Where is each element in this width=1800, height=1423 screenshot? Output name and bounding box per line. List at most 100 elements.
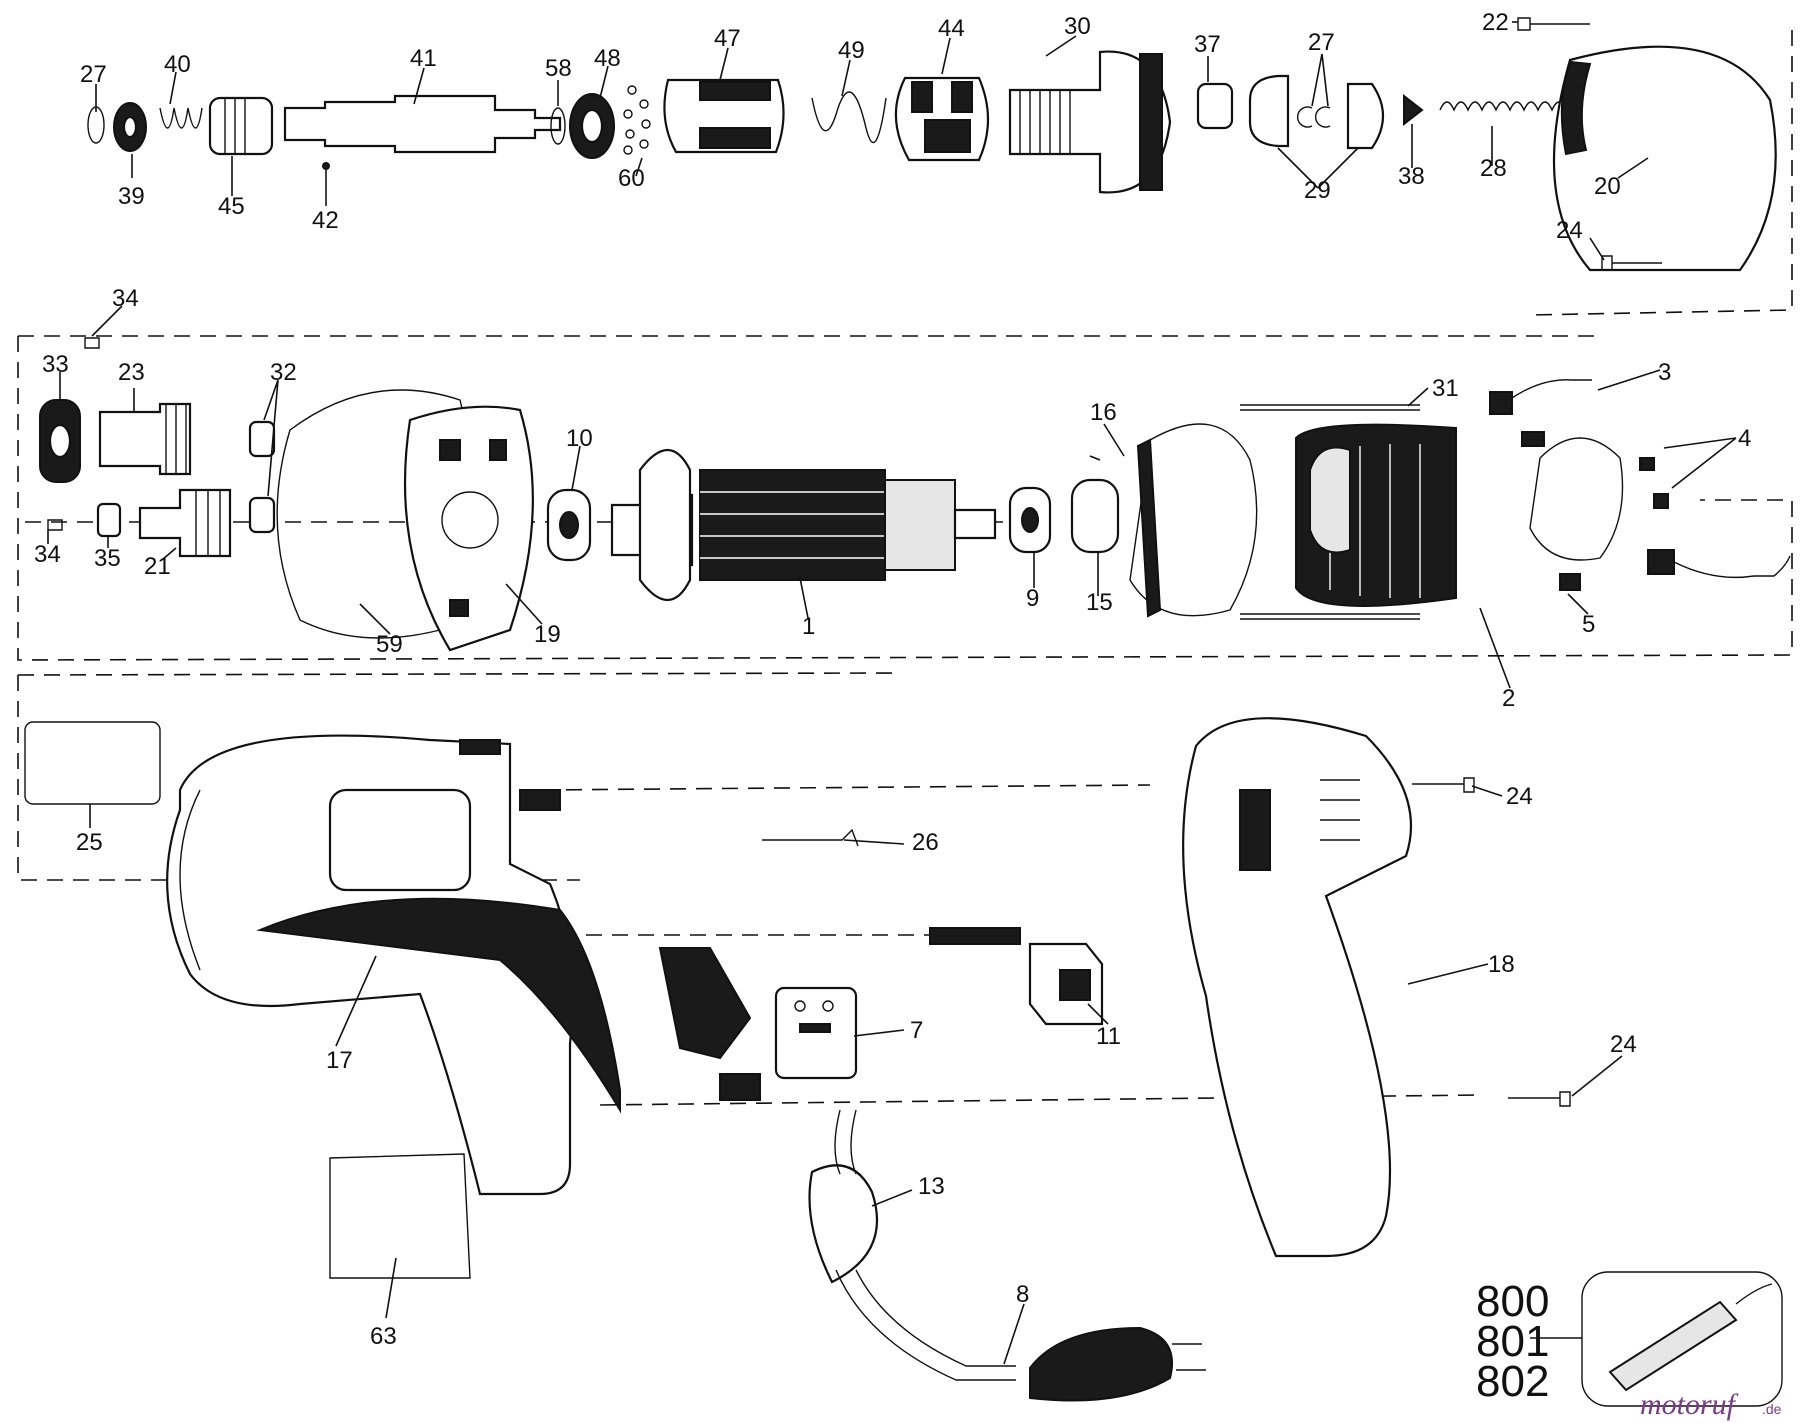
- part-label: 40: [164, 51, 191, 78]
- watermark-brand: motoruf: [1640, 1388, 1739, 1421]
- screw-31b: [1240, 613, 1420, 620]
- part-label: 23: [118, 359, 145, 386]
- watermark: motoruf .de: [1640, 1388, 1782, 1421]
- label-25: [24, 721, 161, 805]
- balls-60: [623, 85, 651, 155]
- part-label: 18: [1488, 951, 1515, 978]
- nut-29a: [1248, 74, 1290, 148]
- screw-31a: [1240, 404, 1420, 411]
- part-label: 37: [1194, 31, 1221, 58]
- sleeve-45: [208, 96, 274, 156]
- screw-24c: [1508, 1091, 1571, 1107]
- part-label: 29: [1304, 177, 1331, 204]
- spring-28: [1439, 101, 1567, 112]
- watermark-suffix: .de: [1762, 1401, 1782, 1417]
- clips-27: [1296, 106, 1331, 128]
- screw-34b: [47, 519, 63, 531]
- part-label: 16: [1090, 399, 1117, 426]
- cord-8: [835, 1269, 1016, 1381]
- kit-number: 802: [1476, 1357, 1549, 1406]
- part-label: 11: [1096, 1023, 1121, 1050]
- part-label: 34: [112, 285, 139, 312]
- part-label: 5: [1582, 611, 1595, 638]
- part-label: 8: [1016, 1281, 1029, 1308]
- part-label: 63: [370, 1323, 397, 1350]
- screw-22: [1517, 17, 1590, 31]
- part-35: [96, 502, 122, 538]
- part-label: 38: [1398, 163, 1425, 190]
- bushing-32b: [248, 496, 276, 534]
- row1-parts: [87, 17, 1777, 272]
- part-label: 27: [80, 61, 107, 88]
- bushing-37: [1196, 82, 1234, 130]
- label-63: [329, 1153, 471, 1279]
- plate-19: [403, 405, 534, 652]
- kit-part: [1608, 1300, 1738, 1392]
- row2-parts: [39, 337, 1791, 652]
- screw-34a: [84, 337, 100, 349]
- strain-relief-13: [808, 1164, 879, 1284]
- part-label: 7: [910, 1017, 923, 1044]
- part-label: 19: [534, 621, 561, 648]
- kit-number: 800: [1476, 1277, 1549, 1326]
- leader-lines: [47, 21, 1737, 1365]
- part-label: 17: [326, 1047, 353, 1074]
- part-label: 24: [1556, 217, 1583, 244]
- screw-24b: [1412, 777, 1475, 793]
- part-label: 28: [1480, 155, 1507, 182]
- housing-17: [166, 734, 574, 1196]
- part-label: 48: [594, 45, 621, 72]
- tip-38: [1403, 93, 1424, 127]
- screw-24a: [1601, 255, 1662, 271]
- clips-4: [1639, 457, 1669, 509]
- part-label: 2: [1502, 685, 1515, 712]
- lock-button: [929, 927, 1021, 945]
- part-label: 58: [545, 55, 572, 82]
- housing-20: [1552, 45, 1777, 272]
- baffle-16: [1129, 423, 1258, 617]
- part-label: 4: [1738, 425, 1751, 452]
- part-label: 59: [376, 631, 403, 658]
- gear-23: [98, 402, 192, 476]
- part-label: 27: [1308, 29, 1335, 56]
- row3-parts: [24, 717, 1783, 1407]
- part-label: 35: [94, 545, 121, 572]
- kit-number: 801: [1476, 1317, 1549, 1366]
- part-label: 31: [1432, 375, 1459, 402]
- ring-58: [550, 107, 566, 145]
- part-label: 32: [270, 359, 297, 386]
- part-label: 44: [938, 15, 965, 42]
- part-label: 30: [1064, 13, 1091, 40]
- part-label: 25: [76, 829, 103, 856]
- spring-26: [762, 828, 859, 847]
- part-label: 45: [218, 193, 245, 220]
- part-label: 24: [1506, 783, 1533, 810]
- brush-holders-5: [1521, 431, 1581, 591]
- part-label: 9: [1026, 585, 1039, 612]
- collar-30: [1008, 50, 1172, 194]
- trigger-7: [658, 947, 752, 1060]
- part-label: 22: [1482, 9, 1509, 36]
- part-label: 41: [410, 45, 437, 72]
- part-label: 1: [802, 613, 815, 640]
- part-label: 49: [838, 37, 865, 64]
- part-label: 33: [42, 351, 69, 378]
- part-label: 47: [714, 25, 741, 52]
- spring-40: [159, 107, 203, 129]
- part-label: 20: [1594, 173, 1621, 200]
- part-labels: 27 40 41 58 48 47 49 44 30 37 27 22 39 4…: [34, 9, 1751, 1406]
- part-label: 34: [34, 541, 61, 568]
- gear-21: [138, 488, 232, 558]
- spring-49: [811, 91, 887, 144]
- brush-3b: [1647, 549, 1675, 575]
- brush-3: [1489, 391, 1513, 415]
- bushing-32a: [248, 420, 276, 458]
- part-label: 60: [618, 165, 645, 192]
- armature-fan: [638, 449, 692, 601]
- housing-18: [1182, 717, 1413, 1258]
- armature-1: [699, 469, 886, 581]
- part-label: 39: [118, 183, 145, 210]
- part-label: 3: [1658, 359, 1671, 386]
- plug: [1029, 1326, 1173, 1402]
